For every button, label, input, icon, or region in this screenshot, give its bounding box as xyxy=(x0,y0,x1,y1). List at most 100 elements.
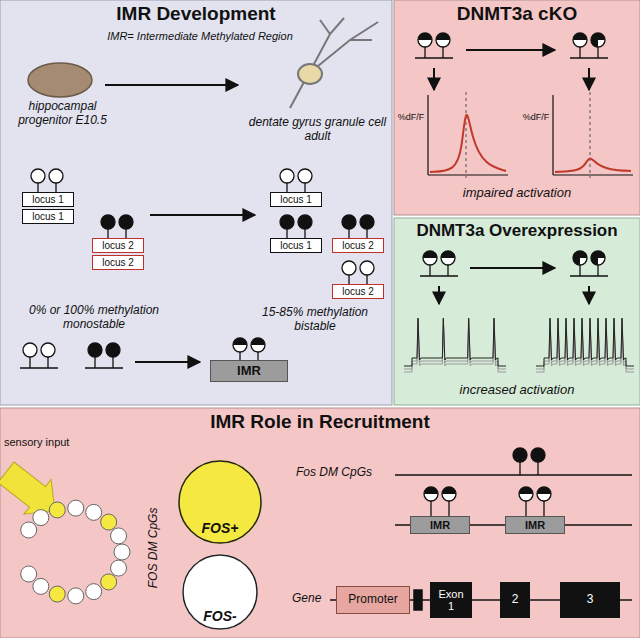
cpg-lollipop xyxy=(280,169,294,192)
granule-cell xyxy=(68,500,84,516)
dendrite xyxy=(314,18,344,64)
cpg-lollipop xyxy=(366,229,367,238)
panel: DNMT3a Overexpression xyxy=(394,218,640,405)
cpg-lollipop xyxy=(537,487,551,494)
cell-circle: FOS- xyxy=(182,554,258,630)
dendrite xyxy=(350,39,372,41)
cpg-lollipop xyxy=(257,352,258,360)
cpg-lollipop xyxy=(251,338,265,345)
cpg-lollipop xyxy=(573,33,587,47)
cpg-lollipop xyxy=(573,251,587,265)
cpg-lollipop xyxy=(342,215,356,238)
axon xyxy=(290,82,304,108)
cpg-lollipop xyxy=(591,33,605,47)
box-label: IMR xyxy=(430,519,450,531)
granule-cell xyxy=(101,574,117,590)
spike-trace xyxy=(404,319,506,369)
cpg-lollipop xyxy=(31,169,45,183)
cpg-lollipop xyxy=(591,33,605,58)
cpg-lollipop xyxy=(298,169,312,183)
cell-body xyxy=(298,64,322,84)
box-label: 2 xyxy=(512,593,519,606)
label-box: locus 1 xyxy=(270,238,322,253)
progenitor-cell xyxy=(28,63,92,97)
granule-cell xyxy=(33,578,49,594)
label-box: locus 2 xyxy=(92,255,144,270)
granule-cell-layer xyxy=(21,500,130,604)
fos-positive-cell xyxy=(178,460,262,544)
cpg-lollipop xyxy=(360,215,374,238)
cpg-lollipop xyxy=(442,487,456,501)
cpg-track xyxy=(395,474,632,476)
axis xyxy=(553,174,633,175)
box-label: locus 1 xyxy=(32,194,64,205)
annotation: FOS DM CpGs xyxy=(147,500,161,596)
granule-cell xyxy=(21,522,37,538)
cpg-lollipops xyxy=(20,367,58,368)
label-box: 3 xyxy=(560,582,620,618)
cpg-lollipop xyxy=(119,215,133,229)
cpg-lollipop xyxy=(537,487,551,501)
box-label: IMR xyxy=(525,519,545,531)
granule-cell xyxy=(290,18,378,108)
cpg-lollipop xyxy=(112,357,113,368)
granule-cell xyxy=(86,504,102,520)
label-box: Promoter xyxy=(336,586,410,614)
cpg-lollipop xyxy=(513,448,527,462)
cpg-lollipop xyxy=(37,183,38,192)
annotation: increased activation xyxy=(394,383,640,398)
arrow xyxy=(438,286,440,304)
panel-ground xyxy=(394,0,640,215)
cpg-lollipop xyxy=(239,352,240,360)
box-label: locus 1 xyxy=(280,240,312,251)
cpg-lollipop xyxy=(531,448,545,462)
sensory-arrow xyxy=(0,455,68,528)
cpg-lollipop xyxy=(360,261,374,275)
cpg-lollipop xyxy=(88,343,102,368)
cpg-lollipop xyxy=(424,487,438,494)
granule-cell xyxy=(68,588,84,604)
cpg-lollipop xyxy=(519,487,533,494)
panel: DNMT3a cKO xyxy=(394,0,640,215)
annotation: impaired activation xyxy=(394,186,640,201)
calcium-trace xyxy=(555,158,631,172)
label-box: IMR xyxy=(505,516,565,534)
annotation: Fos DM CpGs xyxy=(296,466,392,480)
box-label: locus 2 xyxy=(102,257,134,268)
cpg-lollipop xyxy=(233,338,247,352)
panel-heading: IMR Role in Recruitment xyxy=(210,412,430,433)
cpg-lollipop xyxy=(430,501,431,516)
exon-block xyxy=(414,590,422,610)
label-box: 2 xyxy=(500,582,530,618)
axis-label: %dF/F xyxy=(521,112,551,122)
cpg-lollipop xyxy=(436,33,450,40)
box-label: locus 1 xyxy=(280,194,312,205)
cpg-lollipop xyxy=(41,343,55,368)
box-label: FOS- xyxy=(203,609,236,624)
development-arrow xyxy=(105,84,238,86)
cpg-lollipop xyxy=(441,251,455,258)
spike-trace xyxy=(536,319,634,369)
cpg-lollipop xyxy=(342,261,356,284)
fos-negative-cell xyxy=(182,554,258,630)
cpg-lollipop xyxy=(537,487,551,516)
cpg-lollipop xyxy=(573,251,587,276)
granule-cell xyxy=(49,502,65,518)
cpg-lollipop xyxy=(348,275,349,284)
cpg-lollipop xyxy=(41,343,55,357)
cpg-lollipop xyxy=(49,169,63,192)
panel-ground xyxy=(0,408,640,638)
arrow xyxy=(588,68,590,90)
cpg-lollipop xyxy=(55,183,56,192)
cpg-lollipop xyxy=(573,33,587,58)
box-label: locus 1 xyxy=(32,211,64,222)
cpg-lollipop xyxy=(286,229,287,238)
cpg-lollipop xyxy=(441,251,455,265)
cpg-lollipop xyxy=(423,251,437,276)
spike-trace xyxy=(536,318,634,366)
cpg-lollipop xyxy=(94,357,95,368)
cpg-lollipop xyxy=(101,215,115,238)
box-label: 3 xyxy=(587,593,594,606)
cpg-lollipop xyxy=(298,169,312,192)
label-box: locus 2 xyxy=(332,238,384,253)
